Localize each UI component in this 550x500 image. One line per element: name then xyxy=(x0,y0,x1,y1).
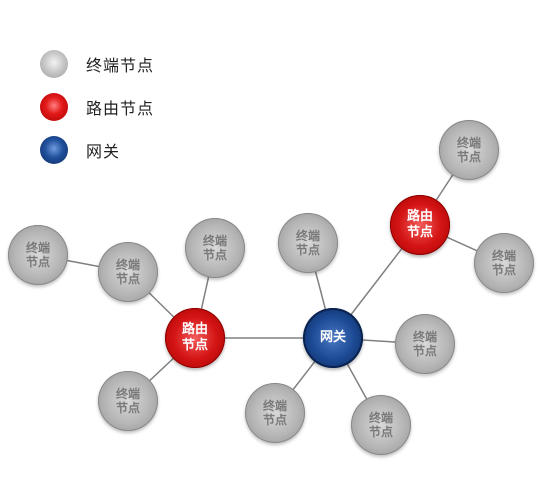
terminal-node: 终端节点 xyxy=(98,371,158,431)
router-node: 路由节点 xyxy=(390,195,450,255)
terminal-node: 终端节点 xyxy=(8,225,68,285)
legend-router-label: 路由节点 xyxy=(86,99,155,118)
terminal-node: 终端节点 xyxy=(351,395,411,455)
terminal-node: 终端节点 xyxy=(245,383,305,443)
gateway-node-icon xyxy=(40,136,68,164)
terminal-node-icon xyxy=(40,50,68,78)
terminal-node: 终端节点 xyxy=(278,213,338,273)
legend-terminal-label: 终端节点 xyxy=(86,56,155,75)
terminal-node: 终端节点 xyxy=(439,120,499,180)
legend-terminal: 终端节点 xyxy=(40,50,154,78)
terminal-node: 终端节点 xyxy=(185,218,245,278)
terminal-node: 终端节点 xyxy=(395,314,455,374)
terminal-node: 终端节点 xyxy=(98,242,158,302)
legend-router: 路由节点 xyxy=(40,93,154,121)
gateway-node: 网关 xyxy=(303,308,363,368)
terminal-node: 终端节点 xyxy=(474,233,534,293)
legend-gateway-label: 网关 xyxy=(86,142,121,161)
router-node-icon xyxy=(40,93,68,121)
router-node: 路由节点 xyxy=(165,308,225,368)
legend-gateway: 网关 xyxy=(40,136,120,164)
